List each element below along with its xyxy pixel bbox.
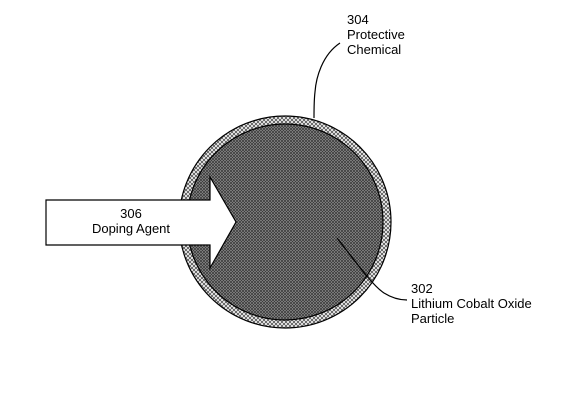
- label-particle: 302 Lithium Cobalt Oxide Particle: [411, 281, 532, 326]
- label-304-line1: Protective: [347, 27, 405, 42]
- label-302-number: 302: [411, 281, 433, 296]
- label-doping-agent: 306 Doping Agent: [46, 206, 216, 236]
- leader-line-302: [336, 237, 408, 301]
- label-304-number: 304: [347, 12, 369, 27]
- label-protective-chemical: 304 Protective Chemical: [347, 12, 405, 57]
- label-304-line2: Chemical: [347, 42, 402, 57]
- label-302-line1: Lithium Cobalt Oxide: [411, 296, 532, 311]
- doping-agent-arrow: [45, 174, 237, 271]
- label-302-line2: Particle: [411, 311, 455, 326]
- leader-line-304: [313, 42, 341, 119]
- label-306-name: Doping Agent: [91, 221, 171, 236]
- label-306-number: 306: [120, 206, 142, 221]
